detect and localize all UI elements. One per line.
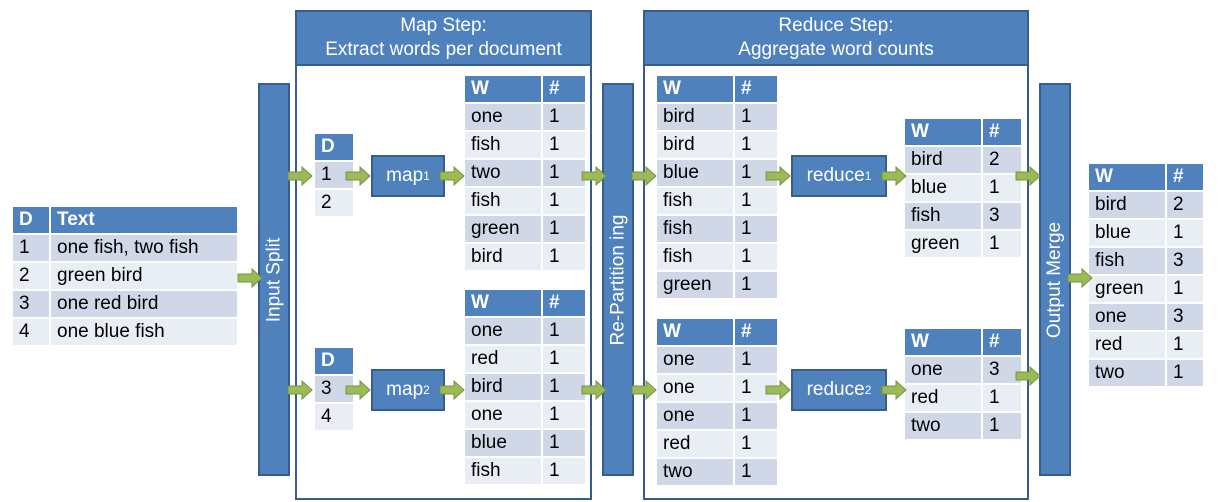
arrow-right-icon <box>765 380 791 400</box>
arrow-right-icon <box>287 380 313 400</box>
output-merge-bar: Output Merge <box>1039 83 1071 476</box>
arrow-right-icon <box>237 268 263 288</box>
arrow-right-icon <box>631 380 657 400</box>
arrow-right-icon <box>439 166 465 186</box>
arrow-right-icon <box>1067 268 1093 288</box>
arrow-right-icon <box>287 166 313 186</box>
input-col-d: D <box>13 207 49 233</box>
table-row: 4 <box>315 404 353 430</box>
arrow-right-icon <box>439 380 465 400</box>
arrow-right-icon <box>765 166 791 186</box>
input-col-text: Text <box>51 207 237 233</box>
arrow-right-icon <box>345 166 371 186</box>
arrow-right-icon <box>881 380 907 400</box>
table-row: 2 <box>315 190 353 216</box>
map-step-title: Map Step: Extract words per document <box>295 10 592 66</box>
arrow-right-icon <box>581 166 607 186</box>
split2-table: D 3 4 <box>313 346 355 432</box>
arrow-right-icon <box>1015 366 1041 386</box>
arrow-right-icon <box>581 380 607 400</box>
repartition-bar: Re-Partition ing <box>602 83 634 476</box>
reduce-step-title: Reduce Step: Aggregate word counts <box>643 10 1029 66</box>
arrow-right-icon <box>631 166 657 186</box>
arrow-right-icon <box>881 166 907 186</box>
arrow-right-icon <box>1015 166 1041 186</box>
arrow-right-icon <box>345 380 371 400</box>
